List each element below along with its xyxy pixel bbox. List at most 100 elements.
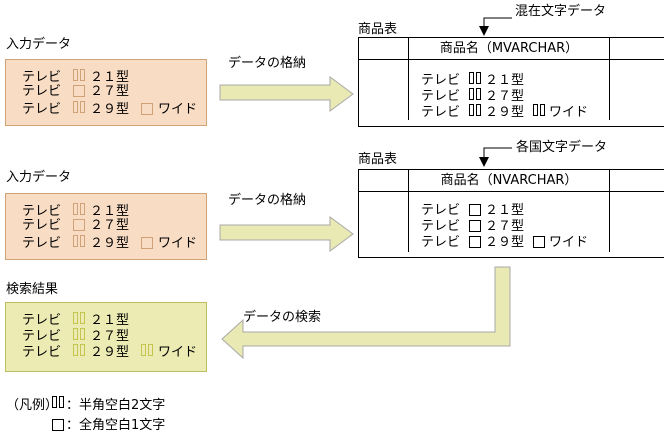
fullwidth-space-mark	[469, 236, 482, 248]
table-data-cell-left	[359, 192, 409, 252]
row-text: ２１型	[90, 313, 130, 328]
callout-line-middle	[483, 147, 512, 158]
halfwidth-space-mark	[469, 72, 482, 88]
row-text: ワイド	[549, 235, 589, 250]
halfwidth-space-mark	[469, 104, 482, 120]
row-text: ２９型	[485, 105, 525, 120]
row-text: テレビ	[421, 203, 461, 218]
row-text: ：半角空白2文字	[66, 398, 166, 413]
row-text: ワイド	[158, 345, 198, 360]
legend-row-2: ：全角空白1文字	[6, 416, 165, 437]
legend-row-1: （凡例） ：半角空白2文字	[6, 395, 165, 416]
row-text: テレビ	[22, 70, 62, 85]
table-header-cell-left	[359, 38, 409, 59]
table-header-cell-left	[359, 170, 409, 191]
halfwidth-space-mark	[73, 69, 86, 85]
fullwidth-space-mark	[73, 85, 86, 97]
row-text: テレビ	[421, 105, 461, 120]
halfwidth-space-mark	[73, 235, 86, 251]
halfwidth-space-mark	[73, 101, 86, 117]
row-text: ２１型	[485, 203, 525, 218]
callout-line-top	[483, 17, 512, 27]
table-header-row: 商品名（NVARCHAR）	[359, 170, 664, 192]
halfwidth-space-mark	[73, 312, 86, 328]
data-row: テレビ ２１型	[22, 203, 206, 219]
row-text: ２７型	[485, 89, 525, 104]
row-text: テレビ	[22, 218, 62, 233]
halfwidth-space-mark	[469, 88, 482, 104]
row-text: ワイド	[158, 236, 198, 251]
row-text: テレビ	[421, 89, 461, 104]
callout-label-middle: 各国文字データ	[516, 140, 608, 155]
row-text: テレビ	[22, 345, 62, 360]
row-text: ２７型	[90, 84, 130, 99]
row-text: テレビ	[421, 235, 461, 250]
row-text: ２９型	[90, 345, 130, 360]
data-row: テレビ ２１型	[22, 312, 206, 328]
data-row: テレビ ２９型 ワイド	[22, 235, 206, 251]
data-row: テレビ ２１型	[22, 69, 206, 85]
table-data-cell-right	[610, 60, 664, 120]
legend-title: （凡例）	[6, 398, 59, 413]
data-row: テレビ ２７型	[22, 328, 206, 344]
legend-row-content: ：半角空白2文字	[52, 396, 166, 413]
row-text: テレビ	[22, 102, 62, 117]
row-text: ２７型	[90, 329, 130, 344]
callout-arrowhead-middle-icon	[479, 157, 489, 167]
fullwidth-space-mark	[533, 236, 546, 248]
fullwidth-space-mark	[469, 220, 482, 232]
data-row: テレビ ２９型 ワイド	[421, 236, 609, 252]
row-text: テレビ	[22, 313, 62, 328]
store-arrow-middle-icon	[219, 216, 354, 252]
table-header-cell-product-name: 商品名（MVARCHAR）	[409, 38, 610, 59]
fullwidth-space-mark	[52, 418, 64, 431]
row-text: ２１型	[485, 73, 525, 88]
store-arrow-label-top: データの格納	[228, 56, 307, 71]
fullwidth-space-mark	[73, 219, 86, 231]
row-text: テレビ	[22, 329, 62, 344]
row-text: ２９型	[90, 102, 130, 117]
product-table-label-middle: 商品表	[358, 152, 398, 167]
search-arrow-label: データの検索	[243, 310, 322, 325]
table-data-cell-right	[610, 192, 664, 252]
row-text: ２１型	[90, 70, 130, 85]
halfwidth-space-mark	[73, 328, 86, 344]
fullwidth-space-mark	[141, 237, 154, 249]
row-text: ２７型	[90, 218, 130, 233]
row-text: ワイド	[549, 105, 589, 120]
input-data-label-top: 入力データ	[6, 37, 72, 52]
row-text: テレビ	[22, 204, 62, 219]
store-arrow-label-middle: データの格納	[228, 193, 307, 208]
callout-label-top: 混在文字データ	[515, 4, 607, 19]
legend-row-content: ：全角空白1文字	[52, 418, 165, 433]
halfwidth-space-mark	[73, 203, 86, 219]
data-row: テレビ ２９型 ワイド	[22, 101, 206, 117]
callout-arrowhead-top-icon	[479, 26, 489, 36]
row-text: ：全角空白1文字	[66, 418, 166, 433]
data-row: テレビ ２７型	[22, 219, 206, 235]
row-text: テレビ	[22, 236, 62, 251]
search-result-label: 検索結果	[6, 282, 59, 297]
halfwidth-space-mark	[533, 104, 546, 120]
halfwidth-space-mark	[141, 344, 154, 360]
legend: （凡例） ：半角空白2文字 ：全角空白1文字	[6, 395, 165, 437]
product-table-label-top: 商品表	[358, 22, 398, 37]
row-text: ワイド	[158, 102, 198, 117]
table-data-cell-left	[359, 60, 409, 120]
input-data-label-middle: 入力データ	[6, 170, 72, 185]
table-header-row: 商品名（MVARCHAR）	[359, 38, 664, 60]
row-text: ２９型	[485, 235, 525, 250]
row-text: ２１型	[90, 204, 130, 219]
data-row: テレビ ２１型	[421, 204, 609, 220]
row-text: ２９型	[90, 236, 130, 251]
halfwidth-space-mark	[73, 344, 86, 360]
